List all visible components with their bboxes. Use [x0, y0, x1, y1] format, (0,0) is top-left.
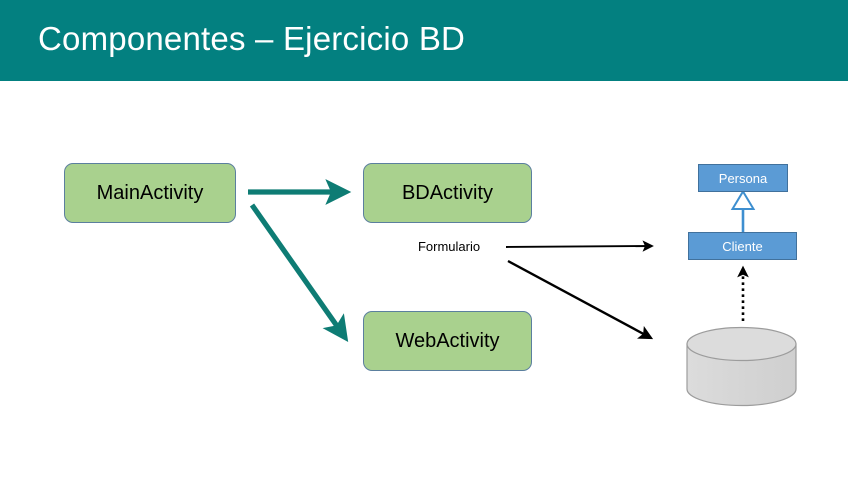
activity-label-webactivity: WebActivity — [395, 329, 500, 352]
uml-class-label-cliente: Cliente — [722, 238, 763, 254]
connector-formulario-to-cliente — [505, 240, 654, 252]
activity-label-bdactivity: BDActivity — [401, 181, 494, 204]
uml-class-persona[interactable]: Persona — [698, 164, 788, 192]
activity-box-mainactivity[interactable]: MainActivity — [64, 163, 236, 223]
inheritance-triangle-icon — [730, 189, 756, 210]
uml-class-label-persona: Persona — [718, 170, 768, 186]
activity-label-mainactivity: MainActivity — [96, 181, 204, 204]
activity-box-webactivity[interactable]: WebActivity — [363, 311, 532, 371]
connector-label-formulario: Formulario — [417, 239, 481, 254]
database-cylinder-icon — [686, 326, 797, 407]
page-title: Componentes – Ejercicio BD — [38, 20, 466, 57]
connector-main-to-webactivity — [249, 203, 349, 342]
uml-class-cliente[interactable]: Cliente — [688, 232, 797, 260]
header-band — [0, 0, 848, 81]
activity-box-bdactivity[interactable]: BDActivity — [363, 163, 532, 223]
connector-cliente-inherits-persona — [730, 189, 756, 232]
